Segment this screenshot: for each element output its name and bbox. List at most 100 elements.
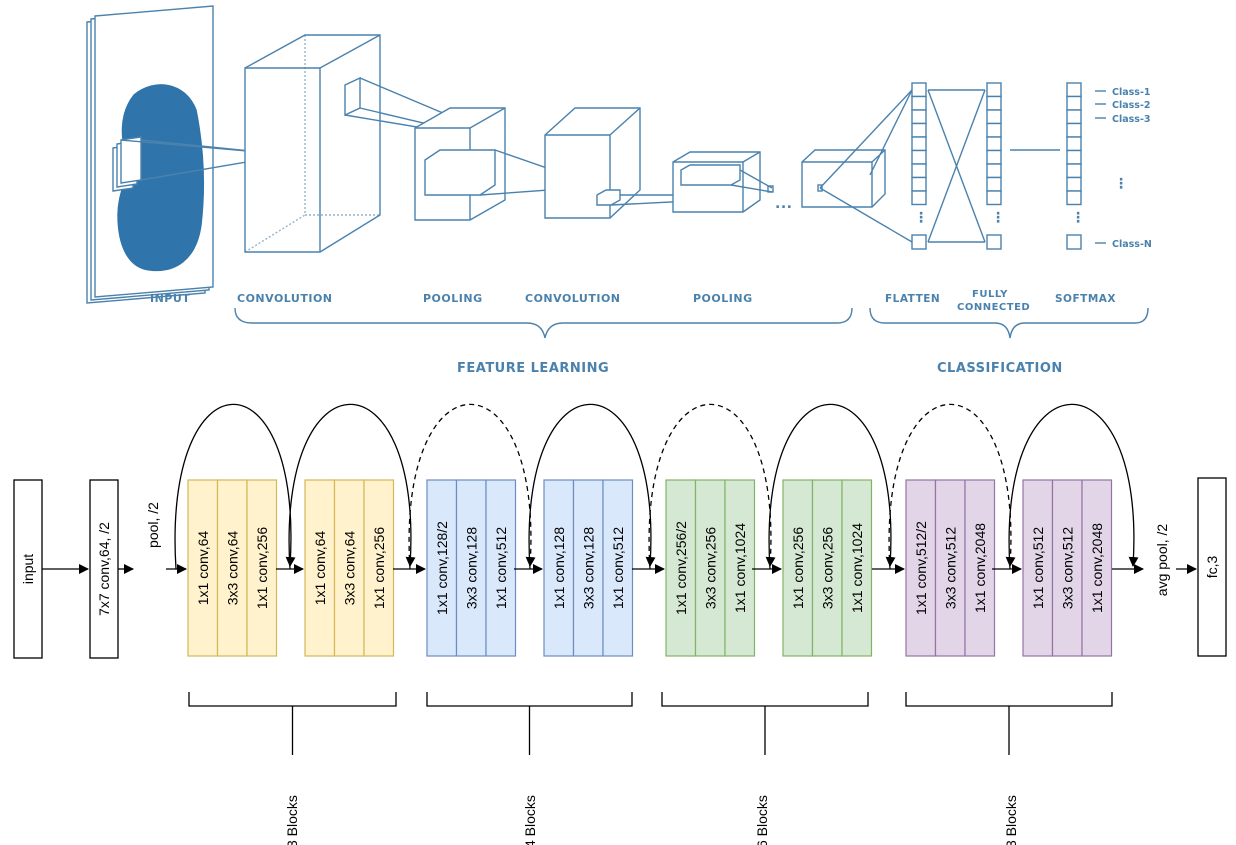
fc-cell — [986, 163, 1002, 179]
label-input: INPUT — [150, 292, 190, 305]
conv-layer — [246, 479, 278, 657]
group-feature-learning: FEATURE LEARNING — [457, 361, 609, 376]
class-2-label: Class-2 — [1112, 100, 1151, 111]
conv-layer-label: 1x1 conv,128 — [551, 527, 567, 609]
fc-cell — [986, 190, 1002, 206]
conv-layer-label: 3x3 conv,64 — [341, 531, 357, 606]
label-softmax: SOFTMAX — [1055, 293, 1116, 305]
flatten-cell — [911, 122, 927, 138]
stage-count-label: 6 Blocks — [754, 795, 770, 845]
identity-shortcut — [528, 403, 656, 570]
stage-bracket — [426, 692, 633, 707]
cnn-ellipsis: ... — [775, 196, 792, 212]
conv-layer — [665, 479, 697, 657]
conv-layer-label: 3x3 conv,256 — [702, 527, 718, 609]
input-image — [86, 5, 274, 304]
conv-layer-label: 1x1 conv,1024 — [849, 523, 865, 613]
conv-layer — [602, 479, 634, 657]
conv-layer-label: 1x1 conv,64 — [195, 531, 211, 606]
conv-layer — [363, 479, 395, 657]
conv-layer-label: 3x3 conv,64 — [224, 531, 240, 606]
conv1-label: 7x7 conv,64, /2 — [96, 522, 112, 616]
flatten-cell — [911, 190, 927, 206]
conv-layer-label: 1x1 conv,1024 — [732, 523, 748, 613]
group-classification: CLASSIFICATION — [937, 361, 1063, 376]
cnn-diagram: ... — [86, 5, 1149, 339]
projection-shortcut — [408, 403, 536, 570]
bottom-cell — [986, 234, 1002, 250]
conv-layer — [964, 479, 996, 657]
stage-count-label: 3 Blocks — [284, 795, 300, 845]
cnn-labels: INPUT CONVOLUTION POOLING CONVOLUTION PO… — [150, 87, 1152, 376]
class-3-label: Class-3 — [1112, 114, 1151, 125]
flatten-cell — [911, 163, 927, 179]
conv-layer-label: 1x1 conv,256 — [254, 527, 270, 609]
conv-layer — [934, 479, 966, 657]
softmax-cell — [1066, 190, 1082, 206]
conv-layer-label: 1x1 conv,512 — [1030, 527, 1046, 609]
identity-shortcut — [768, 403, 896, 570]
fc-cell — [986, 136, 1002, 152]
softmax-vdots: ⋮ — [1071, 210, 1086, 226]
stage-bracket — [661, 692, 869, 707]
class-n-label: Class-N — [1112, 239, 1152, 250]
fc-cell — [986, 176, 1002, 192]
pool1-volume — [414, 107, 593, 221]
conv-layer-label: 3x3 conv,256 — [819, 527, 835, 609]
flatten-cell — [911, 149, 927, 165]
flatten-column — [911, 82, 927, 250]
flatten-cell — [911, 82, 927, 98]
fc-vdots: ⋮ — [991, 210, 1006, 226]
conv-layer — [216, 479, 248, 657]
conv-layer — [304, 479, 336, 657]
fc-cell — [986, 109, 1002, 125]
residual-block: 1x1 conv,64 3x3 conv,64 1x1 conv,256 — [187, 479, 278, 657]
conv-layer — [572, 479, 604, 657]
class-1-label: Class-1 — [1112, 87, 1151, 98]
stage-count-label: 4 Blocks — [522, 795, 538, 845]
label-flatten: FLATTEN — [885, 293, 940, 305]
softmax-cell — [1066, 95, 1082, 111]
softmax-cell — [1066, 109, 1082, 125]
skip-connections — [174, 403, 1139, 570]
conv-layer-label: 3x3 conv,512 — [1059, 527, 1075, 609]
softmax-cell — [1066, 163, 1082, 179]
conv-layer — [1081, 479, 1113, 657]
fc-cell — [986, 95, 1002, 111]
conv-layer — [543, 479, 575, 657]
bottom-cell — [1066, 234, 1082, 250]
conv1-box: 7x7 conv,64, /2 — [89, 479, 119, 659]
label-convolution-1: CONVOLUTION — [237, 292, 333, 305]
conv1-volume — [244, 34, 499, 253]
softmax-cell — [1066, 176, 1082, 192]
input-label: input — [20, 554, 36, 584]
flatten-vdots: ⋮ — [914, 210, 929, 226]
softmax-cell — [1066, 122, 1082, 138]
conv-layer-label: 1x1 conv,256 — [790, 527, 806, 609]
conv-layer — [724, 479, 756, 657]
softmax-column — [1066, 82, 1082, 250]
conv-layer-label: 1x1 conv,2048 — [1089, 523, 1105, 613]
conv-layer-label: 1x1 conv,512 — [610, 527, 626, 609]
identity-shortcut — [174, 403, 296, 570]
input-box: input — [13, 479, 43, 659]
conv-layer-label: 1x1 conv,256 — [371, 527, 387, 609]
fc-cell — [986, 82, 1002, 98]
flatten-cell — [911, 136, 927, 152]
softmax-cell — [1066, 149, 1082, 165]
stage-bracket — [188, 692, 397, 707]
flatten-cell — [911, 109, 927, 125]
avg-pool-label: avg pool, /2 — [1154, 524, 1170, 597]
pool-label: pool, /2 — [145, 502, 161, 548]
classification-brace — [869, 307, 1149, 339]
fc-cell — [986, 149, 1002, 165]
conv-layer-label: 1x1 conv,64 — [312, 531, 328, 606]
residual-block: 1x1 conv,256 3x3 conv,256 1x1 conv,1024 — [782, 479, 873, 657]
conv-layer-label: 3x3 conv,512 — [942, 527, 958, 609]
conv-layer-label: 3x3 conv,128 — [580, 527, 596, 609]
softmax-cell — [1066, 136, 1082, 152]
